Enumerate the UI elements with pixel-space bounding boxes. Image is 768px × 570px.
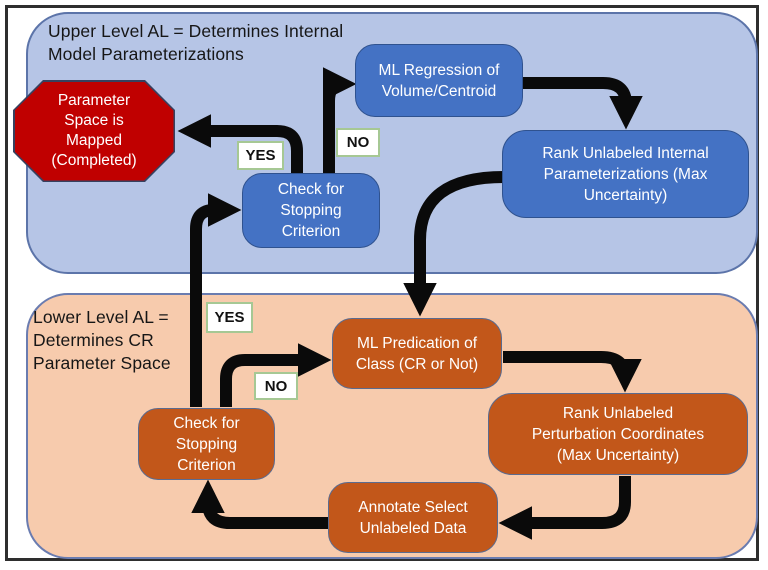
node-label: Check for Stopping Criterion — [277, 181, 345, 240]
node-annotate-select: Annotate Select Unlabeled Data — [328, 482, 498, 553]
outer-frame — [5, 5, 759, 561]
stop-octagon-label: Parameter Space is Mapped (Completed) — [14, 81, 174, 181]
node-check-stopping-lower: Check for Stopping Criterion — [138, 408, 275, 480]
node-label: Check for Stopping Criterion — [173, 414, 240, 474]
node-label: ML Predication of Class (CR or Not) — [355, 334, 479, 373]
node-check-stopping-upper: Check for Stopping Criterion — [242, 173, 380, 248]
node-label: Rank Unlabeled Perturbation Coordinates … — [531, 404, 705, 464]
node-label: Annotate Select Unlabeled Data — [358, 498, 468, 537]
node-ml-regression: ML Regression of Volume/Centroid — [355, 44, 523, 117]
arrow-upper-no-to-ml-regression — [322, 67, 357, 176]
arrow-ml-regression-to-rank-internal — [523, 77, 643, 130]
node-rank-unlabeled-perturbation: Rank Unlabeled Perturbation Coordinates … — [488, 393, 748, 475]
no-label-lower: NO — [254, 372, 298, 400]
node-ml-predication: ML Predication of Class (CR or Not) — [332, 318, 502, 389]
node-rank-unlabeled-internal: Rank Unlabeled Internal Parameterization… — [502, 130, 749, 218]
arrow-upper-yes-to-octagon — [177, 114, 303, 176]
node-label: Rank Unlabeled Internal Parameterization… — [542, 144, 709, 204]
yes-label-upper: YES — [237, 141, 284, 170]
node-label: ML Regression of Volume/Centroid — [378, 61, 500, 100]
lower-panel-title: Lower Level AL = Determines CR Parameter… — [33, 307, 171, 373]
arrow-annotate-to-lower-check — [191, 479, 328, 529]
node-parameter-space-mapped: Parameter Space is Mapped (Completed) — [13, 80, 175, 182]
arrow-lower-yes-to-upper-check — [190, 193, 242, 407]
yes-label-lower: YES — [206, 302, 253, 333]
arrow-rank-perturbation-to-annotate — [498, 476, 631, 540]
arrow-lower-no-to-ml-predication — [220, 343, 332, 407]
arrow-ml-predication-to-rank-perturbation — [503, 351, 642, 393]
no-label-upper: NO — [336, 128, 380, 157]
arrow-rank-internal-to-ml-predication — [403, 171, 505, 317]
upper-panel-title: Upper Level AL = Determines Internal Mod… — [48, 21, 344, 64]
